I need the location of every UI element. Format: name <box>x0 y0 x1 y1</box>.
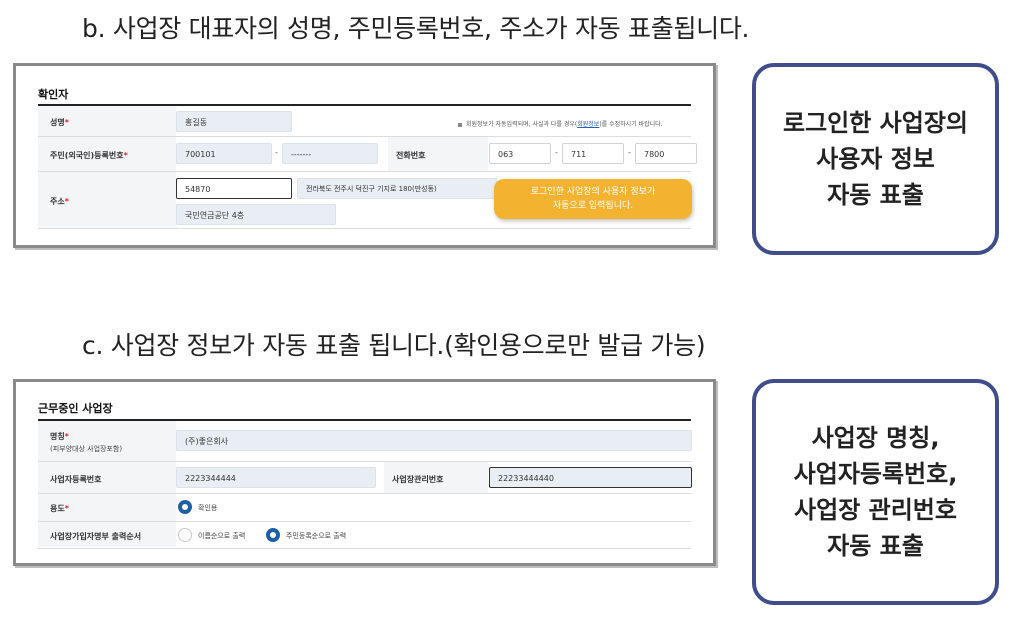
row-divider <box>38 548 691 549</box>
member-info-link[interactable]: 회원정보 <box>577 121 600 128</box>
callout-line: 사업자등록번호, <box>793 460 958 488</box>
zipcode-field[interactable]: 54870 <box>176 178 292 199</box>
member-info-notice: 회원정보가 자동입력되며, 사실과 다를 경우(회원정보)를 수정하시기 바랍니… <box>458 119 663 128</box>
label-column <box>38 421 176 547</box>
order-by-name-radio[interactable] <box>178 528 192 542</box>
callout-b: 로그인한 사업장의 사용자 정보 자동 표출 <box>752 63 999 255</box>
phone-field-2[interactable]: 711 <box>562 143 624 164</box>
row-divider <box>38 521 691 522</box>
address-label: 주소* <box>50 197 69 206</box>
callout-line: 자동 표출 <box>827 181 924 209</box>
order-by-rrn-label: 주민등록순으로 출력 <box>286 532 347 540</box>
section-b-heading: b. 사업장 대표자의 성명, 주민등록번호, 주소가 자동 표출됩니다. <box>82 14 750 43</box>
confirmer-panel: 확인자 성명* 홍길동 회원정보가 자동입력되며, 사실과 다를 경우(회원정보… <box>13 63 716 248</box>
callout-line: 사업장 명칭, <box>811 424 940 452</box>
section-c-heading: c. 사업장 정보가 자동 표출 됩니다.(확인용으로만 발급 가능) <box>82 331 706 360</box>
mgmtno-label: 사업장관리번호 <box>392 475 444 484</box>
name-field[interactable]: 홍길동 <box>176 111 292 132</box>
address-field-2[interactable]: 국민연금공단 4층 <box>176 204 336 225</box>
phone-label-cell <box>388 137 488 171</box>
callout-line: 자동 표출 <box>827 532 924 560</box>
bizno-field[interactable]: 2223344444 <box>176 467 376 488</box>
bizno-label: 사업자등록번호 <box>50 475 102 484</box>
callout-line: 로그인한 사업장의 <box>783 109 968 137</box>
purpose-label: 용도* <box>50 504 69 513</box>
title-divider <box>38 419 691 421</box>
callout-line: 사업장 관리번호 <box>794 496 957 524</box>
order-by-rrn-radio[interactable] <box>266 528 280 542</box>
name-label: 성명* <box>50 118 69 127</box>
callout-c: 사업장 명칭, 사업자등록번호, 사업장 관리번호 자동 표출 <box>752 379 999 605</box>
phone-separator: - <box>555 148 558 157</box>
phone-field-1[interactable]: 063 <box>489 143 551 164</box>
row-divider <box>38 461 691 462</box>
workplace-panel: 근무중인 사업장 명칭* (피부양대상 사업장포함) (주)좋은회사 사업자등록… <box>13 379 716 566</box>
workplace-name-sublabel: (피부양대상 사업장포함) <box>50 445 123 453</box>
order-label: 사업장가입자명부 출력순서 <box>50 532 142 541</box>
order-by-name-label: 이름순으로 출력 <box>198 532 246 540</box>
rrn-label: 주민(외국인)등록번호* <box>50 151 128 160</box>
purpose-radio[interactable] <box>178 500 192 514</box>
phone-field-3[interactable]: 7800 <box>635 143 697 164</box>
phone-separator: - <box>628 148 631 157</box>
confirmer-title: 확인자 <box>38 88 69 101</box>
rrn-separator: - <box>275 148 278 157</box>
workplace-title: 근무중인 사업장 <box>38 402 113 415</box>
workplace-name-label: 명칭* <box>50 432 69 441</box>
phone-label: 전화번호 <box>396 151 426 160</box>
workplace-name-field[interactable]: (주)좋은회사 <box>176 430 692 451</box>
label-column <box>38 106 176 228</box>
rrn-back-field[interactable]: ------- <box>282 143 378 164</box>
bullet-icon <box>458 122 462 127</box>
rrn-front-field[interactable]: 700101 <box>176 143 272 164</box>
purpose-option-label: 확인용 <box>198 504 218 512</box>
mgmtno-label-cell <box>384 462 488 493</box>
row-divider <box>38 493 691 494</box>
row-divider <box>38 136 691 137</box>
row-divider <box>38 228 691 229</box>
row-divider <box>38 171 691 172</box>
mgmtno-field[interactable]: 22233444440 <box>489 467 692 488</box>
title-divider <box>38 104 691 106</box>
autofill-tooltip: 로그인한 사업장의 사용자 정보가 자동으로 입력됩니다. <box>494 179 692 219</box>
address-field-1[interactable]: 전라북도 전주시 덕진구 기지로 180(만성동) <box>297 178 497 199</box>
callout-line: 사용자 정보 <box>816 145 935 173</box>
